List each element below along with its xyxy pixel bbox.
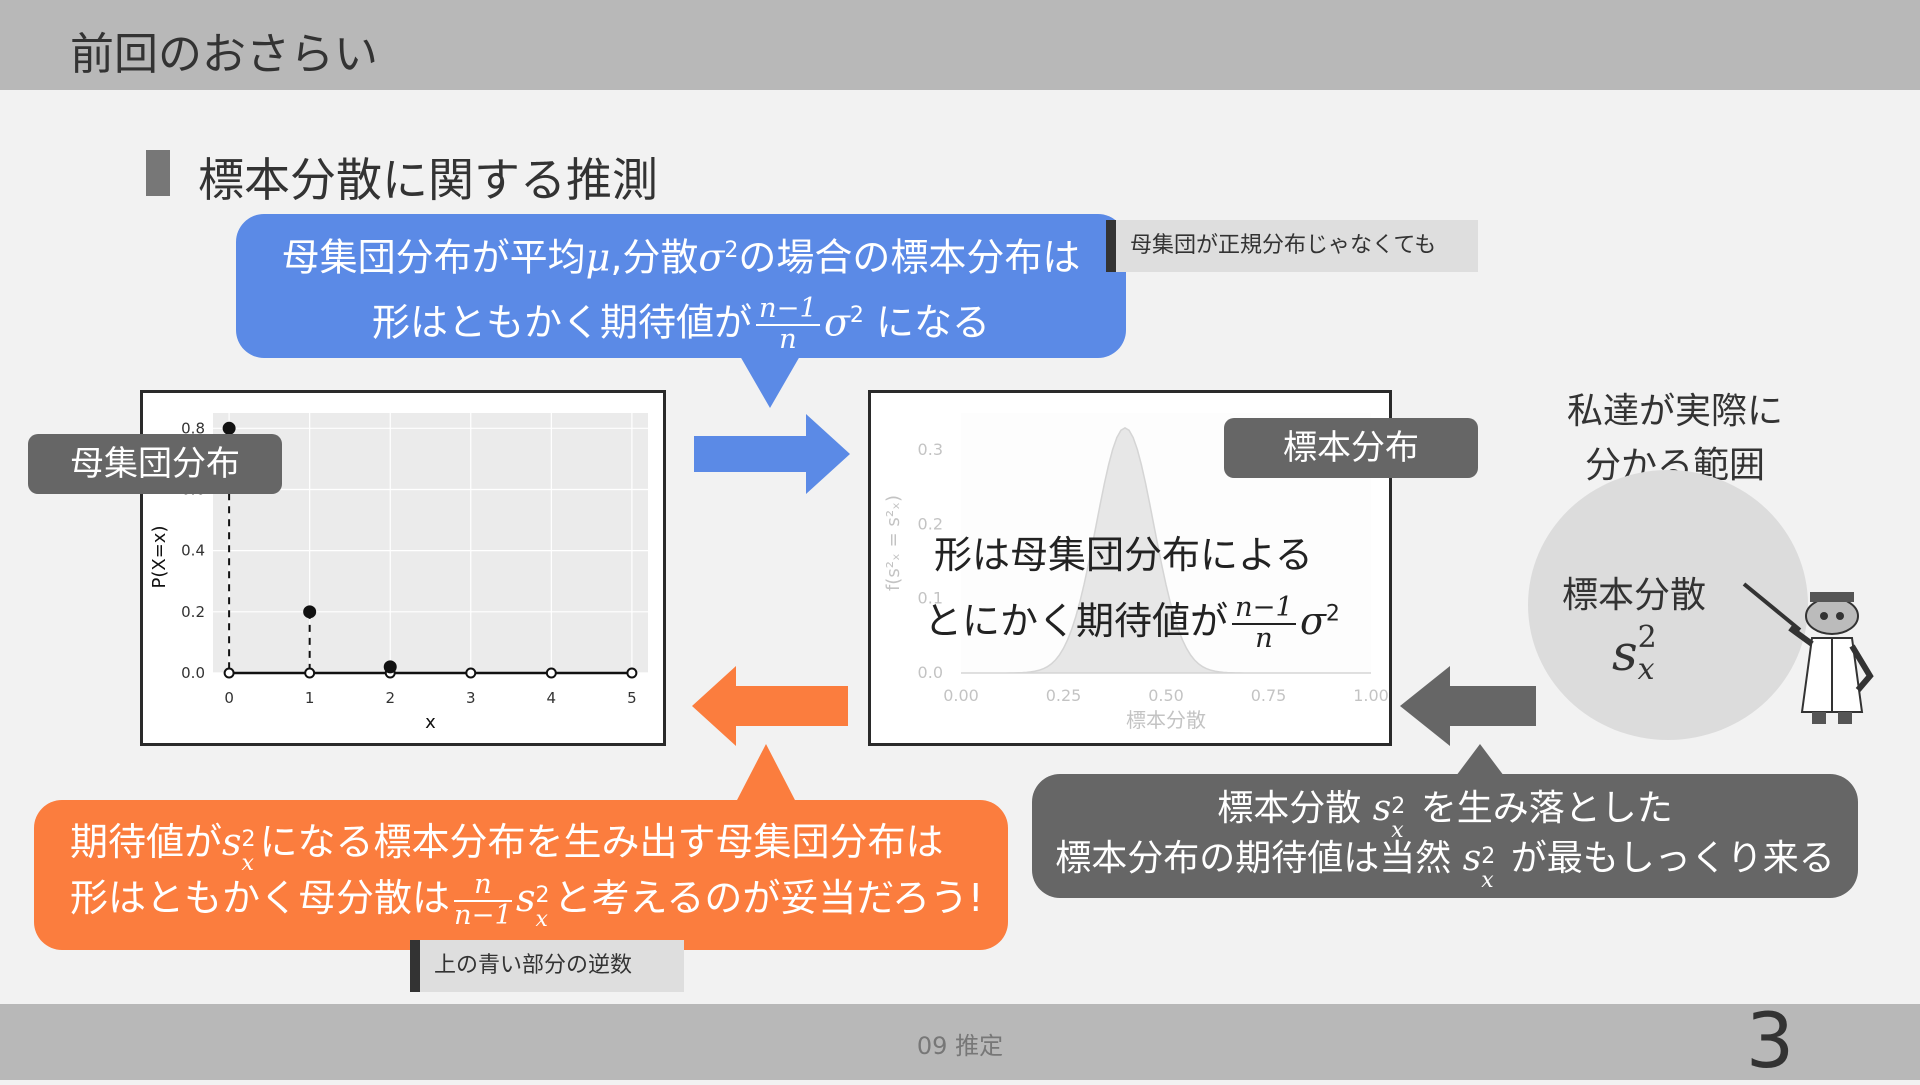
x-tick-label: 1.00 xyxy=(1353,686,1389,705)
x-tick-label: 4 xyxy=(547,689,557,707)
open-point xyxy=(626,667,638,679)
y-tick-label: 0.2 xyxy=(918,514,943,533)
arrow-right-blue xyxy=(694,414,850,494)
footer-title: 09 推定 xyxy=(916,1032,1004,1060)
sample-variance-circle xyxy=(1528,470,1808,740)
data-point xyxy=(383,660,397,674)
y-tick-label: 0.3 xyxy=(918,440,943,459)
sampling-plot: 0.00 0.25 0.50 0.75 1.00 0.0 0.1 0.2 0.3 標本分散 f(s²… xyxy=(868,390,1392,746)
data-point xyxy=(303,605,317,619)
footer-bar xyxy=(0,1004,1920,1080)
sampling-tag: 標本分布 xyxy=(1224,418,1478,478)
blue-callout-line1: 母集団分布が平均μ,分散σ2の場合の標本分布は xyxy=(281,235,1081,280)
header-bar xyxy=(0,0,1920,90)
right-heading-1: 私達が実際に xyxy=(1566,391,1783,432)
x-tick-label: 5 xyxy=(627,689,637,707)
note-bottom: 上の青い部分の逆数 xyxy=(410,940,684,992)
plot-panel xyxy=(213,413,648,673)
open-point xyxy=(545,667,557,679)
sampling-chart: 0.00 0.25 0.50 0.75 1.00 0.0 0.1 0.2 0.3 標本分散 f(s²… xyxy=(883,413,1389,732)
y-tick-label: 0.0 xyxy=(918,663,943,682)
open-point xyxy=(304,667,316,679)
circle-label: 標本分散 xyxy=(1562,575,1707,616)
population-tag: 母集団分布 xyxy=(28,434,282,494)
x-tick-label: 2 xyxy=(385,689,395,707)
y-tick-label: 0.2 xyxy=(181,603,205,621)
professor-illustration-icon xyxy=(1742,582,1874,724)
open-point xyxy=(465,667,477,679)
y-tick-label: 0.1 xyxy=(918,589,943,608)
x-tick-label: 0.50 xyxy=(1148,686,1184,705)
data-point xyxy=(222,421,236,435)
slide-title: 前回のおさらい xyxy=(70,29,378,80)
x-axis-title: x xyxy=(425,712,436,733)
x-tick-label: 0.00 xyxy=(943,686,979,705)
y-tick-label: 0.0 xyxy=(181,664,205,682)
y-tick-label: 0.4 xyxy=(181,542,205,560)
section-marker xyxy=(146,150,170,196)
sampling-overlay-line1: 形は母集団分布による xyxy=(934,533,1313,577)
x-axis-title: 標本分散 xyxy=(1126,708,1206,732)
x-tick-label: 1 xyxy=(305,689,315,707)
x-tick-label: 3 xyxy=(466,689,476,707)
x-tick-label: 0.75 xyxy=(1251,686,1287,705)
faded-chart-group: 0.00 0.25 0.50 0.75 1.00 0.0 0.1 0.2 0.3 標本分散 f(s²… xyxy=(883,413,1389,732)
x-tick-label: 0.25 xyxy=(1046,686,1082,705)
x-tick-label: 0 xyxy=(224,689,234,707)
density-curve xyxy=(961,426,1371,674)
y-axis-title: f(s²ₓ = s²ₓ) xyxy=(883,495,904,591)
arrow-left-gray xyxy=(1400,666,1536,746)
open-point xyxy=(223,667,235,679)
y-tick-label: 0.8 xyxy=(181,419,205,437)
blue-callout-pointer xyxy=(740,356,800,408)
page-number: 3 xyxy=(1745,996,1795,1085)
y-axis-title: P(X=x) xyxy=(149,526,170,589)
arrow-left-orange xyxy=(692,666,848,746)
orange-callout-pointer xyxy=(736,744,796,802)
section-title: 標本分散に関する推測 xyxy=(198,153,658,207)
note-top: 母集団が正規分布じゃなくても xyxy=(1106,220,1478,272)
